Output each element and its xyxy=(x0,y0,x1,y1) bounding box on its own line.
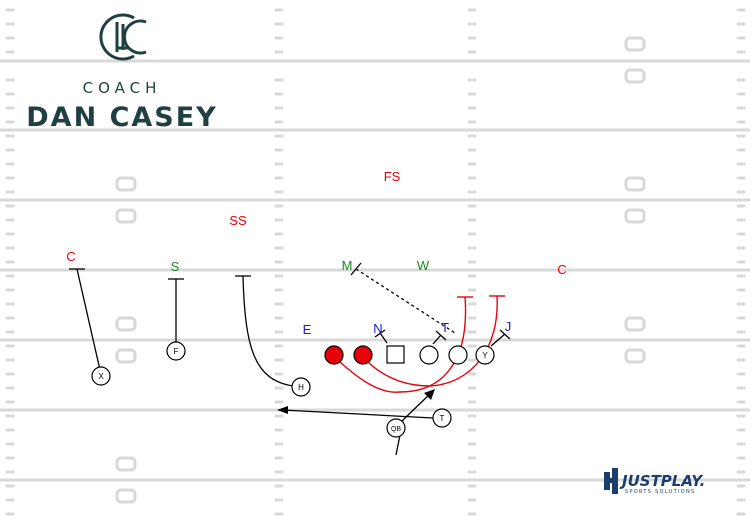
offense: X F H QB T Y xyxy=(91,341,495,438)
route-t xyxy=(282,409,434,419)
svg-text:H: H xyxy=(298,383,304,392)
coach-word: COACH xyxy=(83,79,162,97)
route-m-dashed xyxy=(355,268,456,334)
lineman-right-tackle xyxy=(448,345,468,365)
defender-w: W xyxy=(417,258,430,273)
coach-name: DAN CASEY xyxy=(26,102,217,133)
defender-fs: FS xyxy=(384,169,401,184)
svg-text:T: T xyxy=(440,414,445,423)
justplay-logo-icon xyxy=(604,468,618,494)
player-t: T xyxy=(432,408,452,428)
defender-j: J xyxy=(505,319,512,334)
hash-marks xyxy=(5,8,746,516)
defender-s: S xyxy=(171,259,180,274)
sponsor-tagline: SPORTS SOLUTIONS xyxy=(625,489,696,495)
route-qb-arrow xyxy=(424,389,435,400)
svg-text:QB: QB xyxy=(391,426,401,433)
sponsor-name: JUSTPLAY. xyxy=(619,472,705,490)
defender-c-right: C xyxy=(557,262,566,277)
defender-m: M xyxy=(342,258,353,273)
sponsor-logo: JUSTPLAY. SPORTS SOLUTIONS xyxy=(604,468,705,495)
defender-n: N xyxy=(373,321,382,336)
routes xyxy=(69,262,511,456)
lineman-left-tackle xyxy=(324,345,344,365)
field-lines xyxy=(0,59,750,482)
route-h xyxy=(242,275,294,387)
yard-numbers xyxy=(115,36,646,504)
player-x: X xyxy=(91,366,111,386)
route-qb xyxy=(395,391,433,456)
defender-ss: SS xyxy=(229,213,247,228)
defender-e: E xyxy=(303,322,312,337)
defense: FS SS C C S M W E N T J xyxy=(66,169,566,337)
coach-monogram-icon xyxy=(99,13,147,61)
coach-logo: COACH DAN CASEY xyxy=(26,13,217,133)
center xyxy=(386,345,405,364)
svg-text:F: F xyxy=(174,347,179,356)
svg-text:Y: Y xyxy=(482,351,488,360)
route-x xyxy=(76,268,101,371)
route-t-arrow xyxy=(277,406,288,414)
player-f: F xyxy=(166,341,186,361)
player-h: H xyxy=(291,377,311,397)
lineman-right-guard xyxy=(419,345,439,365)
player-y: Y xyxy=(475,345,495,365)
rush-routes xyxy=(339,295,505,393)
defender-c-left: C xyxy=(66,249,75,264)
player-qb: QB xyxy=(386,418,406,438)
lineman-left-guard xyxy=(353,345,373,365)
defender-t: T xyxy=(441,320,449,335)
svg-text:X: X xyxy=(98,372,104,381)
